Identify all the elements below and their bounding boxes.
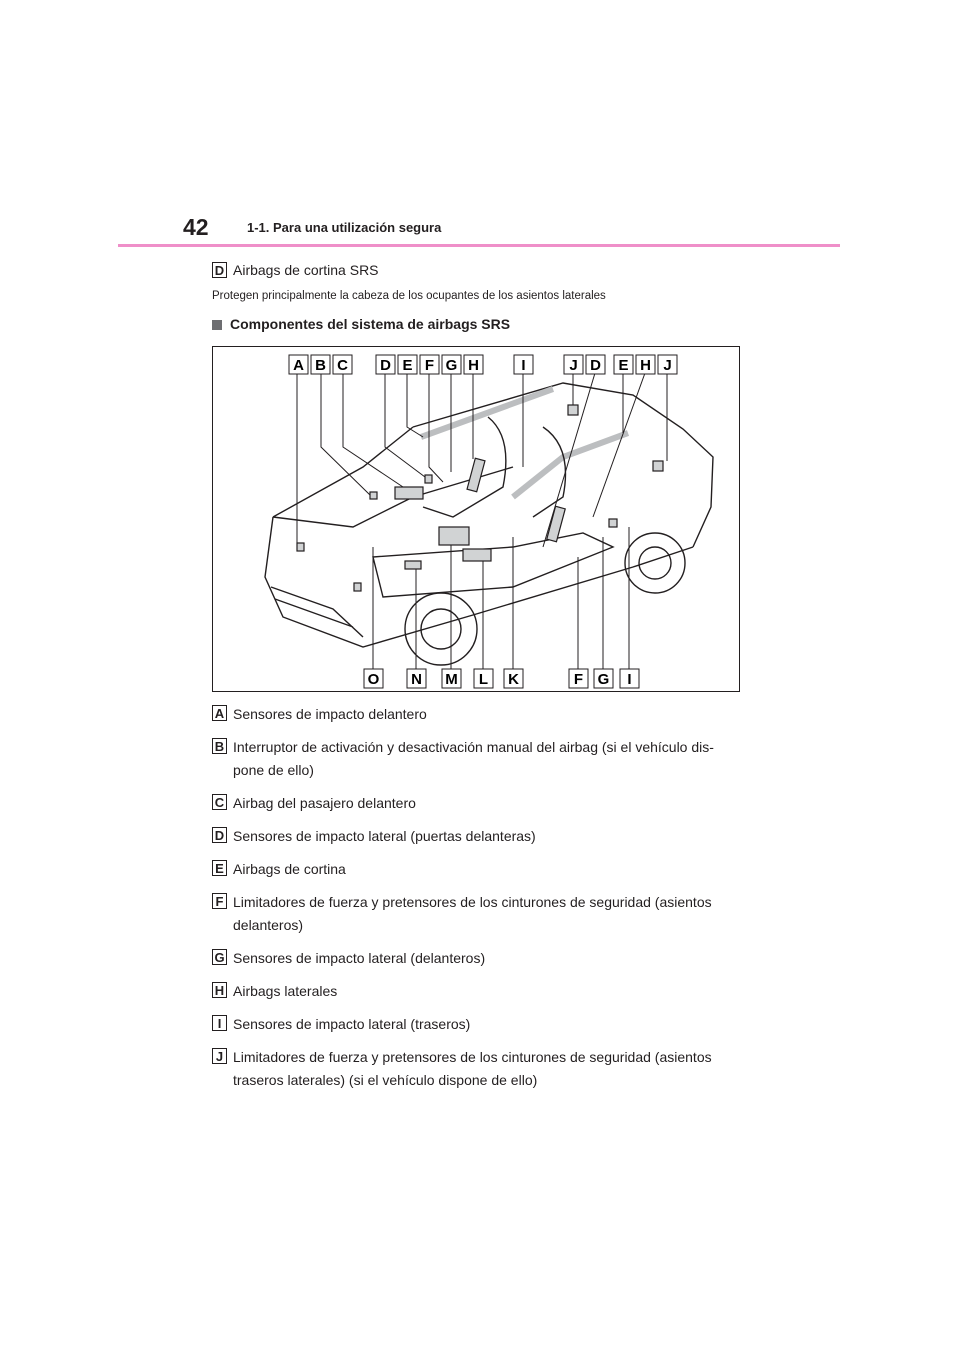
passenger-airbag-switch [370,492,377,499]
airbag-diagram: A B C D E F G H I J D E H J O N M L K F … [212,346,740,692]
svg-text:D: D [590,357,601,374]
diagram-label-g2: G [594,669,613,688]
legend-item-b-text2: pone de ello) [233,759,743,781]
diagram-label-f: F [420,355,439,374]
svg-text:H: H [640,357,651,374]
svg-text:F: F [574,671,583,688]
legend-item-e-text: Airbags de cortina [233,858,743,880]
svg-text:B: B [315,357,326,374]
diagram-label-i2: I [620,669,639,688]
svg-text:C: C [337,357,348,374]
svg-text:K: K [508,671,519,688]
rear-pretensioner-right [653,461,663,471]
svg-text:O: O [368,671,380,688]
diagram-label-a: A [289,355,308,374]
car-roof-outline [413,383,713,547]
legend-item-b-text: Interruptor de activación y desactivació… [233,736,743,758]
diagram-label-m: M [442,669,461,688]
svg-text:I: I [521,357,525,374]
legend-item-j-text: Limitadores de fuerza y pretensores de l… [233,1046,743,1068]
legend-item-c-text: Airbag del pasajero delantero [233,792,743,814]
diagram-label-b: B [311,355,330,374]
svg-text:E: E [402,357,412,374]
svg-text:H: H [468,357,479,374]
curtain-airbag-right [513,433,628,497]
curtain-airbag-left [421,389,553,437]
legend-item-c-label: C [212,794,227,810]
diagram-label-c: C [333,355,352,374]
diagram-label-g: G [442,355,461,374]
legend-item-h-text: Airbags laterales [233,980,743,1002]
diagram-label-d2: D [586,355,605,374]
legend-item-d-label: D [212,827,227,843]
legend-item-f-text: Limitadores de fuerza y pretensores de l… [233,891,743,913]
passenger-airbag-module [395,487,423,499]
diagram-label-e2: E [614,355,633,374]
legend-item-d-text: Sensores de impacto lateral (puertas del… [233,825,743,847]
diagram-label-j2: J [658,355,677,374]
header-rule [118,244,840,247]
legend-item-e-label: E [212,860,227,876]
svg-text:M: M [445,671,458,688]
leader-c [343,373,403,487]
legend-item-g-text: Sensores de impacto lateral (delanteros) [233,947,743,969]
diagram-label-j: J [564,355,583,374]
legend-item-j-text2: traseros laterales) (si el vehículo disp… [233,1069,743,1091]
svg-text:F: F [425,357,434,374]
leader-e [407,373,423,437]
legend-item-a-text: Sensores de impacto delantero [233,703,743,725]
svg-text:A: A [293,357,304,374]
legend-item-b-label: B [212,738,227,754]
diagram-label-h2: H [636,355,655,374]
svg-text:E: E [618,357,628,374]
diagram-label-l: L [474,669,493,688]
legend-item-f-label: F [212,893,227,909]
svg-text:G: G [446,357,458,374]
svg-text:J: J [569,357,577,374]
svg-text:J: J [663,357,671,374]
diagram-label-e: E [398,355,417,374]
intro-description: Protegen principalmente la cabeza de los… [212,290,606,302]
legend-item-i-label: I [212,1015,227,1031]
diagram-label-o: O [364,669,383,688]
legend-item-f-text2: delanteros) [233,914,743,936]
legend-item-j-label: J [212,1048,227,1064]
diagram-label-d: D [376,355,395,374]
page-number: 42 [183,214,209,241]
diagram-label-k: K [504,669,523,688]
legend-item-i-text: Sensores de impacto lateral (traseros) [233,1013,743,1035]
svg-text:I: I [627,671,631,688]
legend-item-h-label: H [212,982,227,998]
components-heading-text: Componentes del sistema de airbags SRS [230,316,510,332]
section-title: 1-1. Para una utilización segura [247,220,441,235]
leader-d2 [543,373,595,547]
svg-text:N: N [411,671,422,688]
rear-impact-sensor [609,519,617,527]
knee-airbag [463,549,491,561]
svg-text:G: G [598,671,610,688]
driver-airbag [439,527,469,545]
svg-text:D: D [380,357,391,374]
intro-title: Airbags de cortina SRS [233,262,379,278]
seat-rear [533,427,566,517]
legend-item-g-label: G [212,949,227,965]
diagram-label-i: I [514,355,533,374]
rear-wheel [625,533,685,593]
diagram-label-h: H [464,355,483,374]
components-heading: Componentes del sistema de airbags SRS [212,316,510,332]
front-impact-sensor-left [297,543,304,551]
diagram-label-f2: F [569,669,588,688]
side-airbag-front [467,458,485,491]
airbag-ecu [405,561,421,569]
square-bullet-icon [212,320,222,330]
svg-text:L: L [479,671,488,688]
side-sensor-door [425,475,432,483]
car-illustration: A B C D E F G H I J D E H J O N M L K F … [213,347,739,691]
front-impact-sensor-right [354,583,361,591]
legend-item-a-label: A [212,705,227,721]
diagram-label-n: N [407,669,426,688]
intro-label: D [212,262,227,278]
rear-pretensioner [568,405,578,415]
